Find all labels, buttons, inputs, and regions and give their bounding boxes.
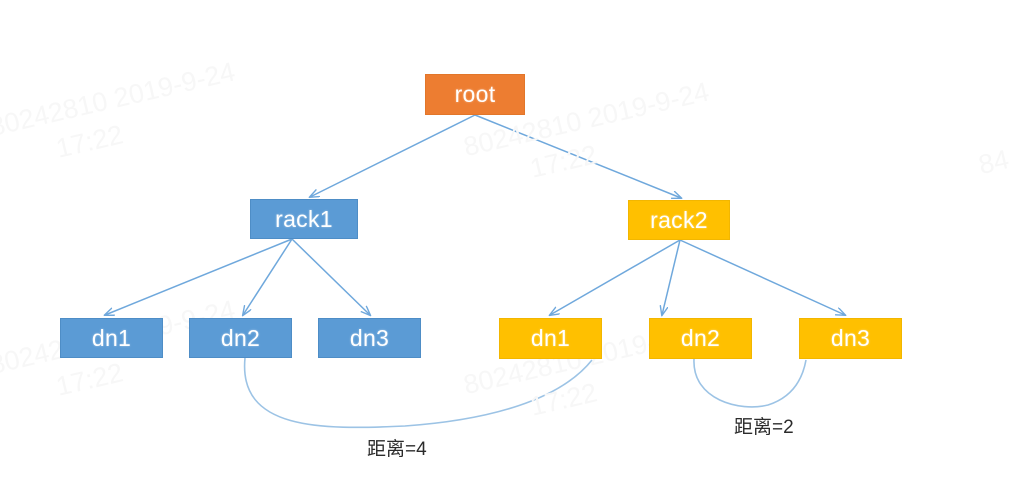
distance-label-4: 距离=4 (367, 439, 427, 460)
edge-root-rack1 (310, 114, 476, 197)
node-rack2-dn2[interactable]: dn2 (649, 318, 752, 359)
distance-label-2: 距离=2 (734, 417, 794, 438)
edge-rack1-dn3 (291, 238, 370, 315)
node-rack1-dn1[interactable]: dn1 (60, 318, 163, 358)
watermark: 84 (975, 144, 1012, 181)
edge-rack1-dn2 (243, 238, 293, 315)
node-rack1[interactable]: rack1 (250, 199, 358, 239)
edge-rack2-dn3 (679, 239, 845, 315)
node-rack2-dn1[interactable]: dn1 (499, 318, 602, 359)
edge-rack2-dn1 (550, 239, 681, 315)
node-rack1-dn3[interactable]: dn3 (318, 318, 421, 358)
watermark: 80242810 2019-9-24 17:22 (0, 56, 238, 178)
node-rack1-dn2[interactable]: dn2 (189, 318, 292, 358)
node-rack2[interactable]: rack2 (628, 200, 730, 240)
node-root[interactable]: root (425, 74, 525, 115)
edge-rack2-dn2 (662, 239, 681, 315)
node-rack2-dn3[interactable]: dn3 (799, 318, 902, 359)
